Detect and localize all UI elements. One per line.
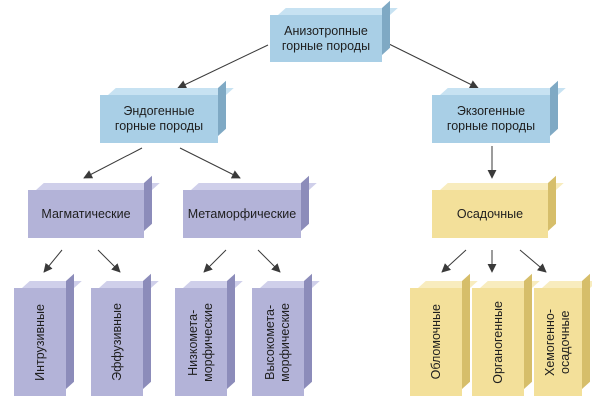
high-metamorphic-node-label: Высокомета- морфические xyxy=(263,302,292,382)
sedimentary-node: Осадочные xyxy=(432,190,548,238)
exogenous-node-label: Экзогенные горные породы xyxy=(446,104,536,133)
low-metamorphic-node-label: Низкомета- морфические xyxy=(186,302,215,382)
effusive-node-label: Эффузивные xyxy=(109,303,124,381)
exogenous-node: Экзогенные горные породы xyxy=(432,95,550,143)
chemogenic-node: Хемогенно- осадочные xyxy=(534,288,582,396)
arrow-metamorphic-to-low xyxy=(203,249,227,273)
intrusive-node: Интрузивные xyxy=(14,288,66,396)
arrow-endogenous-to-magmatic xyxy=(83,147,143,179)
magmatic-node: Магматические xyxy=(28,190,144,238)
arrow-root-to-exogenous xyxy=(384,41,479,89)
endogenous-node: Эндогенные горные породы xyxy=(100,95,218,143)
effusive-node: Эффузивные xyxy=(91,288,143,396)
intrusive-node-label: Интрузивные xyxy=(32,303,47,381)
root-node-label: Анизотропные горные породы xyxy=(281,23,371,53)
arrow-sedimentary-to-chemogenic xyxy=(519,249,547,273)
sedimentary-node-label: Осадочные xyxy=(456,206,524,221)
low-metamorphic-node: Низкомета- морфические xyxy=(175,288,227,396)
metamorphic-node: Метаморфические xyxy=(183,190,301,238)
high-metamorphic-node: Высокомета- морфические xyxy=(252,288,304,396)
arrow-metamorphic-to-high xyxy=(257,249,281,273)
arrow-sedimentary-to-clastic xyxy=(441,249,467,273)
metamorphic-node-label: Метаморфические xyxy=(187,206,297,221)
chemogenic-node-label: Хемогенно- осадочные xyxy=(543,308,572,376)
root-node: Анизотропные горные породы xyxy=(270,15,382,62)
clastic-node: Обломочные xyxy=(410,288,462,396)
organogenic-node-label: Органогенные xyxy=(490,300,505,384)
arrow-endogenous-to-metamorphic xyxy=(179,147,241,179)
organogenic-node: Органогенные xyxy=(472,288,524,396)
endogenous-node-label: Эндогенные горные породы xyxy=(114,104,204,133)
arrow-root-to-endogenous xyxy=(177,44,269,89)
arrow-magmatic-to-effusive xyxy=(97,249,121,273)
clastic-node-label: Обломочные xyxy=(428,304,443,380)
magmatic-node-label: Магматические xyxy=(41,206,131,221)
arrow-magmatic-to-intrusive xyxy=(43,249,63,273)
